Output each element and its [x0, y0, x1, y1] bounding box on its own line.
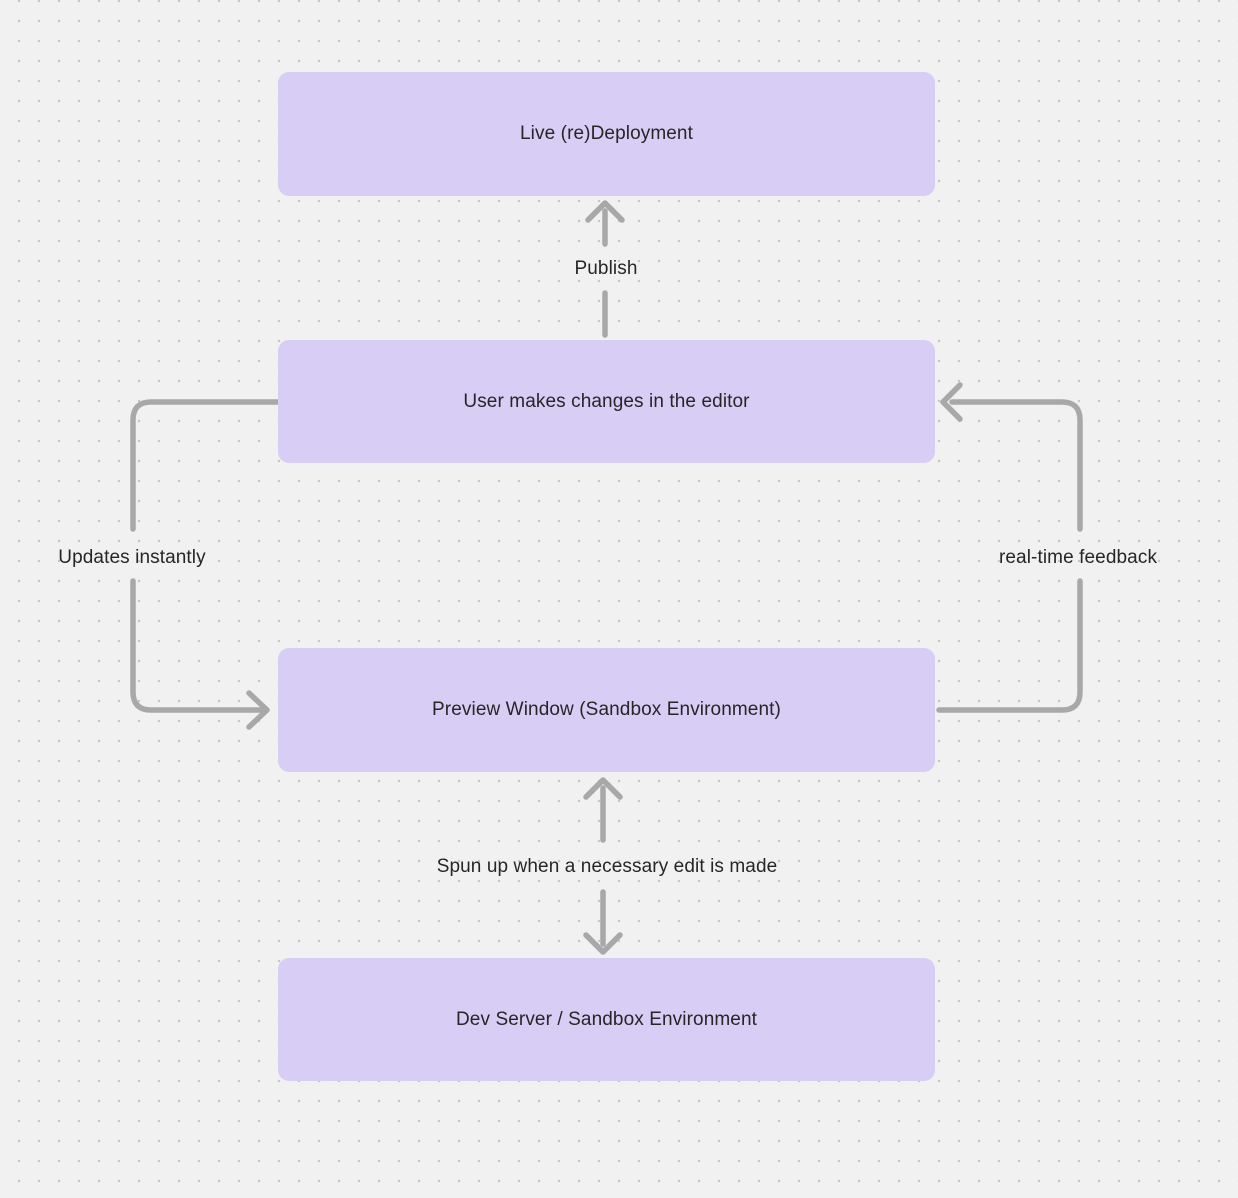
real-time-feedback-arrow-head	[940, 382, 963, 422]
real-time-feedback-arrow-lower	[936, 578, 1083, 713]
edge-label-updates-instantly: Updates instantly	[58, 547, 206, 568]
edge-label-real-time-feedback: real-time feedback	[998, 547, 1158, 568]
spun-up-arrow-down-head	[583, 932, 623, 955]
spun-up-arrow-down	[583, 889, 623, 955]
node-preview-window: Preview Window (Sandbox Environment)	[278, 648, 935, 772]
updates-instantly-arrow-head	[246, 690, 270, 730]
node-dev-server-label: Dev Server / Sandbox Environment	[455, 1008, 757, 1030]
real-time-feedback-arrow	[936, 382, 1083, 713]
edge-label-spun-up: Spun up when a necessary edit is made	[436, 856, 778, 877]
real-time-feedback-arrow-upper	[949, 399, 1083, 532]
spun-up-arrow-up	[583, 777, 623, 843]
node-live-redeployment-label: Live (re)Deployment	[520, 123, 693, 144]
edge-label-publish: Publish	[574, 258, 638, 279]
node-user-changes-label: User makes changes in the editor	[463, 390, 750, 412]
updates-instantly-arrow-lower	[130, 578, 264, 713]
node-user-changes: User makes changes in the editor	[278, 340, 935, 463]
updates-instantly-arrow	[130, 399, 281, 730]
node-dev-server: Dev Server / Sandbox Environment	[278, 958, 935, 1081]
node-preview-window-label: Preview Window (Sandbox Environment)	[432, 699, 781, 720]
node-live-redeployment: Live (re)Deployment	[278, 72, 935, 196]
spun-up-arrow-up-head	[583, 777, 623, 800]
publish-arrow-head	[585, 200, 625, 223]
publish-arrow	[585, 200, 625, 338]
updates-instantly-arrow-upper	[130, 399, 281, 532]
